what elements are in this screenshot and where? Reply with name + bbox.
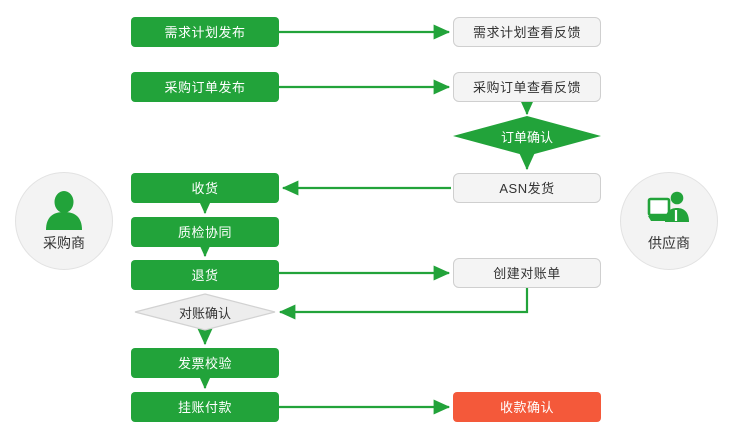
node-label: 采购订单发布 — [164, 79, 246, 95]
node-create-statement[interactable]: 创建对账单 — [453, 258, 601, 288]
node-label: 退货 — [191, 267, 219, 283]
actor-label: 供应商 — [648, 234, 690, 251]
node-quality-inspection[interactable]: 质检协同 — [131, 217, 279, 247]
person-icon — [46, 190, 82, 230]
node-label: 收货 — [191, 180, 219, 196]
node-statement-confirm[interactable]: 对账确认 — [134, 293, 276, 331]
diamond-shape — [453, 116, 601, 156]
actor-supplier[interactable]: 供应商 — [620, 172, 718, 270]
node-label: 订单确认 — [500, 129, 553, 145]
node-order-confirm[interactable]: 订单确认 — [453, 116, 601, 156]
node-payment-posting[interactable]: 挂账付款 — [131, 392, 279, 422]
node-purchase-order-feedback[interactable]: 采购订单查看反馈 — [453, 72, 601, 102]
person-computer-icon — [647, 191, 689, 222]
node-payment-receipt-confirm[interactable]: 收款确认 — [453, 392, 601, 422]
edge-n10-n11 — [278, 288, 529, 320]
node-label: 质检协同 — [177, 224, 232, 240]
actor-label: 采购商 — [43, 234, 85, 251]
actor-buyer[interactable]: 采购商 — [15, 172, 113, 270]
node-purchase-order-publish[interactable]: 采购订单发布 — [131, 72, 279, 102]
node-label: 挂账付款 — [177, 399, 232, 415]
node-label: 需求计划发布 — [164, 24, 246, 40]
node-invoice-verification[interactable]: 发票校验 — [131, 348, 279, 378]
node-label: 创建对账单 — [493, 265, 561, 281]
node-label: ASN发货 — [499, 180, 555, 196]
node-label: 对账确认 — [178, 305, 231, 321]
node-return-goods[interactable]: 退货 — [131, 260, 279, 290]
node-label: 需求计划查看反馈 — [472, 24, 581, 40]
node-receiving[interactable]: 收货 — [131, 173, 279, 203]
node-demand-plan-feedback[interactable]: 需求计划查看反馈 — [453, 17, 601, 47]
node-label: 收款确认 — [499, 399, 554, 415]
node-label: 采购订单查看反馈 — [472, 79, 581, 95]
node-asn-shipment[interactable]: ASN发货 — [453, 173, 601, 203]
node-demand-plan-publish[interactable]: 需求计划发布 — [131, 17, 279, 47]
node-label: 发票校验 — [177, 355, 232, 371]
diamond-shape — [134, 293, 276, 331]
